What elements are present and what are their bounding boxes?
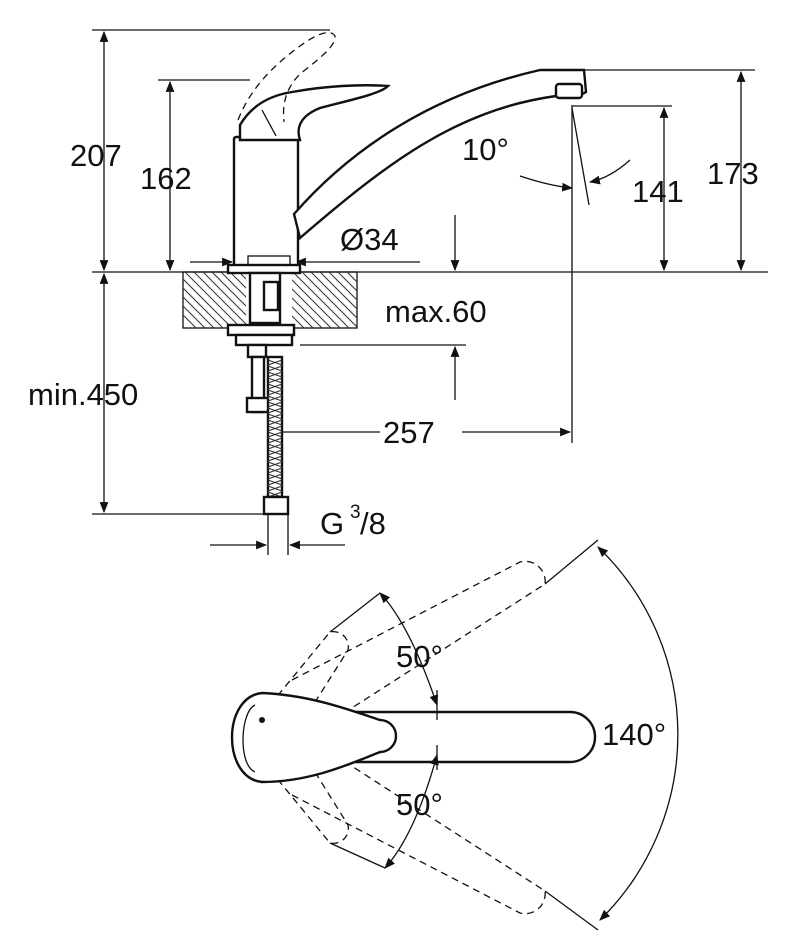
- label-162: 162: [140, 161, 192, 196]
- label-max-60: max.60: [385, 294, 487, 329]
- angle-50-up-arc: [379, 592, 439, 707]
- lever-raised-outline: [237, 31, 336, 123]
- label-thread-denominator: /8: [360, 506, 386, 541]
- label-10-degree: 10°: [462, 132, 509, 167]
- spout-aerator: [554, 82, 584, 100]
- label-141: 141: [632, 174, 684, 209]
- top-view: [230, 539, 679, 931]
- label-257: 257: [383, 415, 435, 450]
- label-thread-numerator: 3: [350, 502, 361, 523]
- label-140: 140°: [602, 717, 666, 752]
- label-thread-g: G: [320, 506, 344, 541]
- label-207: 207: [70, 138, 122, 173]
- supply-hose: [245, 355, 290, 516]
- angle-10-arc: [519, 175, 574, 192]
- lever-top-view: [230, 691, 398, 784]
- lever-handle: [238, 84, 391, 142]
- side-view: [92, 29, 768, 555]
- label-50-up: 50°: [396, 639, 443, 674]
- label-min-450: min.450: [28, 377, 138, 412]
- label-173: 173: [707, 156, 759, 191]
- label-diameter-34: Ø34: [340, 222, 399, 257]
- angle-50-down-arc: [384, 753, 439, 869]
- mounting-shank: [226, 271, 296, 359]
- label-50-down: 50°: [396, 787, 443, 822]
- faucet-body: [226, 135, 302, 275]
- swivel-140-arc: [597, 546, 679, 921]
